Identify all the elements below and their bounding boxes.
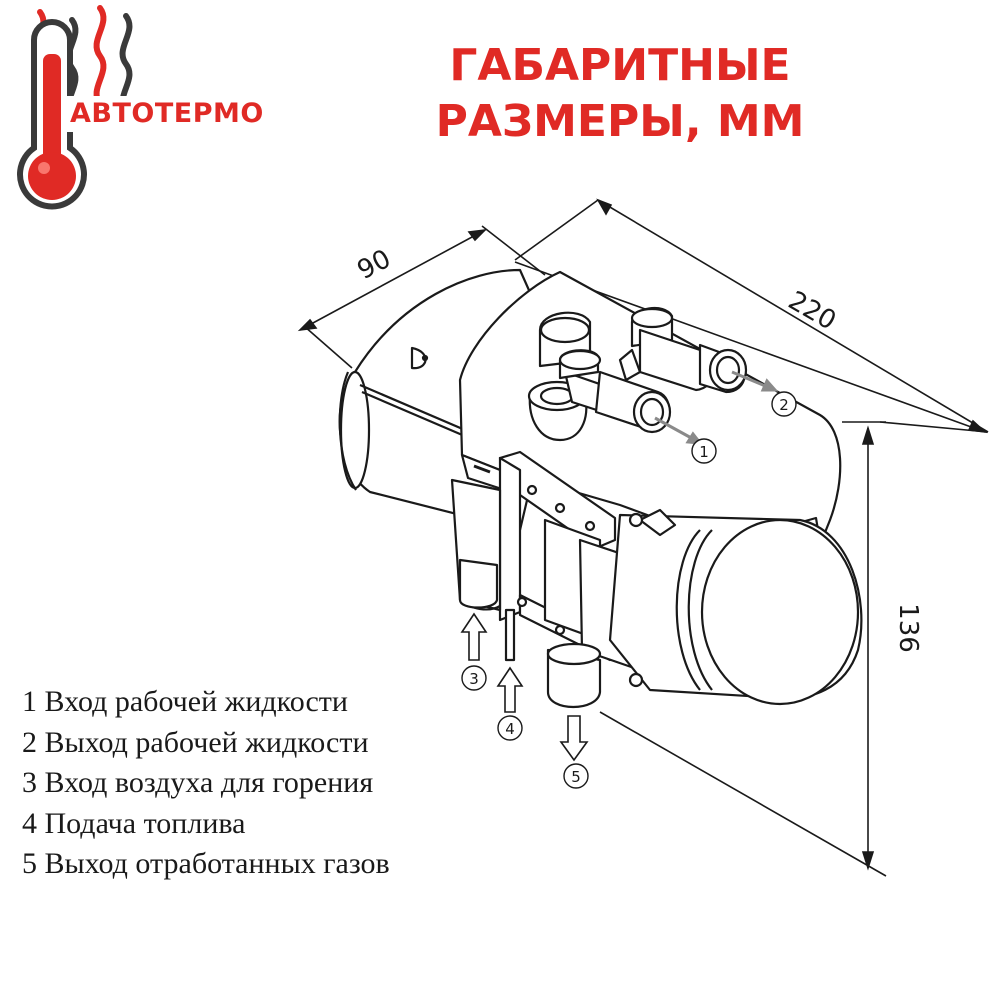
dimension-label-length: 220 [783,286,841,337]
callout-5: 5 [563,763,589,789]
callout-label-3: 3 [469,670,479,688]
thermometer-heat-icon [17,5,133,210]
callout-label-2: 2 [779,396,789,414]
flow-arrows-liquid [654,370,779,445]
legend-item: 3 Вход воздуха для горения [22,766,374,799]
legend: 1 Вход рабочей жидкости 2 Выход рабочей … [22,682,390,885]
dimension-width [297,225,546,369]
heater-drawing [338,268,863,709]
brand-name: АВТОТЕРМО [66,96,268,132]
title-line-1: ГАБАРИТНЫЕ [449,40,791,91]
page-title: ГАБАРИТНЫЕ РАЗМЕРЫ, ММ [360,38,880,150]
callout-1: 1 [691,438,717,464]
title-line-2: РАЗМЕРЫ, ММ [435,96,805,147]
callout-2: 2 [771,391,797,417]
flow-arrows-gas [460,612,589,762]
legend-item: 1 Вход рабочей жидкости [22,685,348,718]
dimension-label-width: 90 [353,244,396,286]
callout-3: 3 [461,665,487,691]
dimension-height [599,421,887,877]
callout-label-4: 4 [505,720,515,738]
legend-item: 2 Выход рабочей жидкости [22,725,369,759]
callout-label-5: 5 [571,768,581,786]
dimension-label-height: 136 [893,603,923,653]
callout-4: 4 [497,715,523,741]
callout-label-1: 1 [699,443,709,461]
legend-item: 5 Выход отработанных газов [22,847,390,880]
legend-item: 4 Подача топлива [22,806,246,840]
